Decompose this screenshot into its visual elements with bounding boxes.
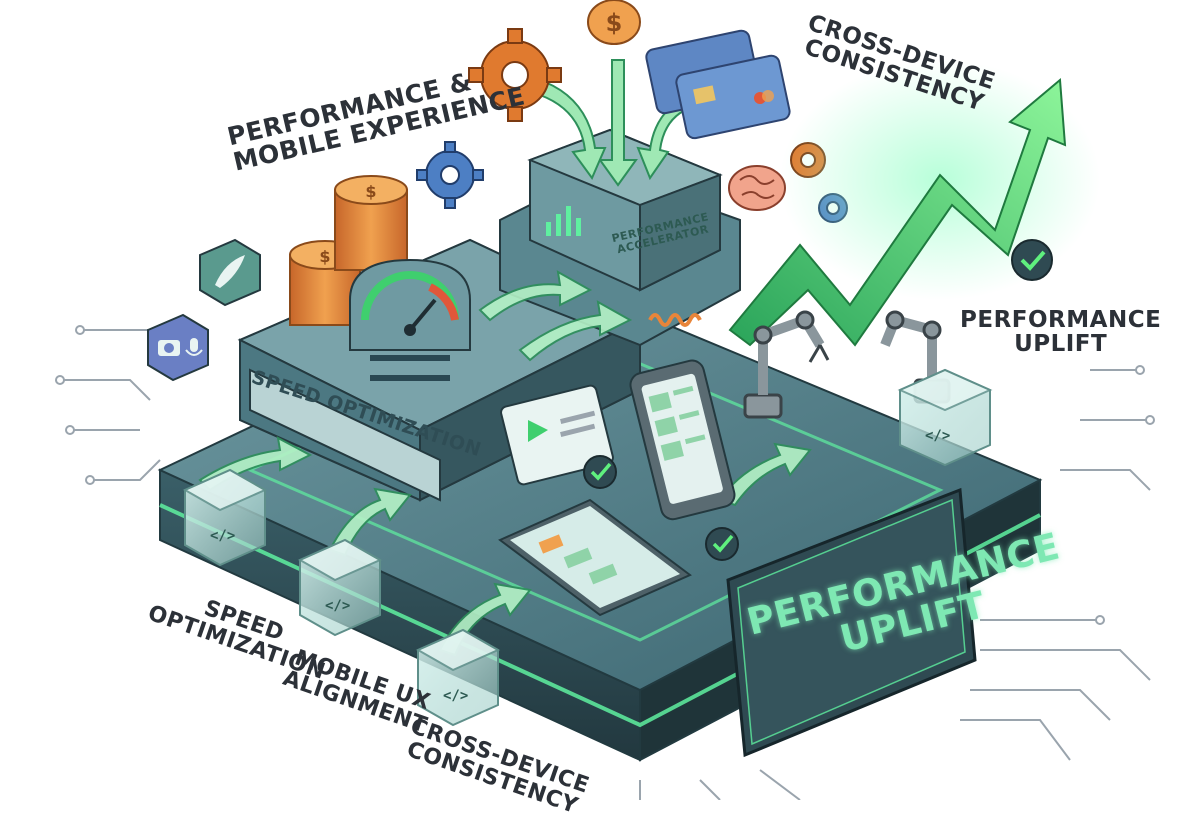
check-icon (583, 455, 617, 489)
bar-chart-icon (546, 206, 581, 236)
check-icon (1011, 239, 1053, 281)
gear-icon (468, 28, 562, 122)
illustration-svg: $ (55, 0, 1155, 801)
coil-connector (648, 313, 702, 327)
diagram-stage: $ (55, 0, 1161, 819)
coin-icon: $ (587, 0, 641, 45)
circuit-traces (55, 325, 1155, 801)
trend-arrow (728, 60, 1100, 347)
code-icon: </> (210, 528, 235, 544)
camera-icon (147, 313, 209, 382)
label-line-2: UPLIFT (1014, 331, 1108, 358)
browser-window-icon (500, 384, 614, 486)
check-icon (705, 527, 739, 561)
tablet-icon (498, 498, 692, 617)
belt-plate (249, 368, 441, 502)
uplift-sign (726, 487, 977, 758)
code-cube: </> (897, 368, 993, 467)
credit-card-icon (645, 29, 791, 140)
code-cube: </> (182, 468, 268, 567)
label-performance-uplift-right: PERFORMANCE UPLIFT (960, 308, 1161, 356)
code-icon: </> (325, 598, 350, 614)
brain-icon (728, 165, 786, 211)
coin-stack: $ $ (289, 175, 408, 326)
feather-icon (199, 238, 261, 307)
code-cube: </> (415, 628, 501, 727)
svg-text:$: $ (606, 9, 623, 37)
smartphone-icon (629, 359, 736, 521)
code-icon: </> (443, 688, 468, 704)
code-icon: </> (925, 428, 950, 444)
code-cube: </> (297, 538, 383, 637)
speedometer-icon (349, 258, 471, 381)
svg-text:$: $ (319, 247, 330, 266)
svg-text:$: $ (365, 182, 376, 201)
gear-icon (416, 141, 484, 209)
microphone-icon (185, 338, 203, 356)
label-line-1: PERFORMANCE (960, 307, 1162, 333)
